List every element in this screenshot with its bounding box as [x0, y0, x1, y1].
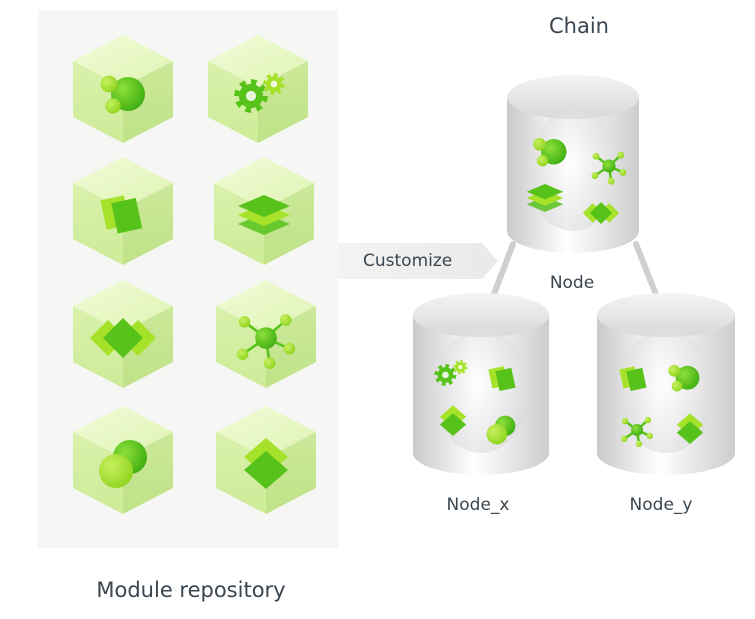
customize-arrow — [338, 243, 498, 279]
module-repository-label: Module repository — [96, 578, 285, 602]
module-cube — [214, 157, 314, 265]
module-cube — [208, 35, 308, 143]
node-y-cylinder — [597, 293, 735, 475]
circles-icon — [533, 137, 567, 167]
circles-icon — [100, 75, 145, 114]
layers-icon — [238, 195, 290, 235]
node-x-label: Node_x — [447, 495, 510, 515]
module-cube — [73, 157, 173, 265]
module-cube — [216, 280, 316, 388]
node-label: Node — [550, 273, 594, 293]
network-icon — [236, 314, 296, 369]
node-x-cylinder — [413, 293, 549, 475]
module-cube — [73, 35, 173, 143]
module-cube — [73, 280, 173, 388]
diamonds-icon — [90, 318, 156, 358]
cards-icon — [619, 366, 647, 392]
module-cube — [73, 406, 173, 514]
gears-icon — [234, 73, 285, 113]
network-icon — [591, 151, 627, 185]
module-grid — [73, 35, 316, 514]
stacked-diamonds-icon — [676, 413, 704, 444]
overlap-circles-icon — [99, 440, 147, 488]
network-icon — [620, 416, 654, 448]
circles-icon — [668, 364, 700, 392]
stacked-diamonds-icon — [244, 438, 288, 489]
gears-icon — [434, 360, 468, 386]
cards-icon — [100, 195, 143, 234]
customize-label: Customize — [363, 251, 452, 271]
node-cylinder — [507, 75, 639, 253]
cards-icon — [488, 366, 516, 392]
module-cube — [216, 406, 316, 514]
diamonds-icon — [582, 202, 620, 224]
stacked-diamonds-icon — [439, 405, 467, 436]
overlap-circles-icon — [486, 415, 516, 445]
layers-icon — [526, 184, 564, 212]
node-y-label: Node_y — [630, 495, 693, 515]
chain-title: Chain — [549, 14, 609, 38]
